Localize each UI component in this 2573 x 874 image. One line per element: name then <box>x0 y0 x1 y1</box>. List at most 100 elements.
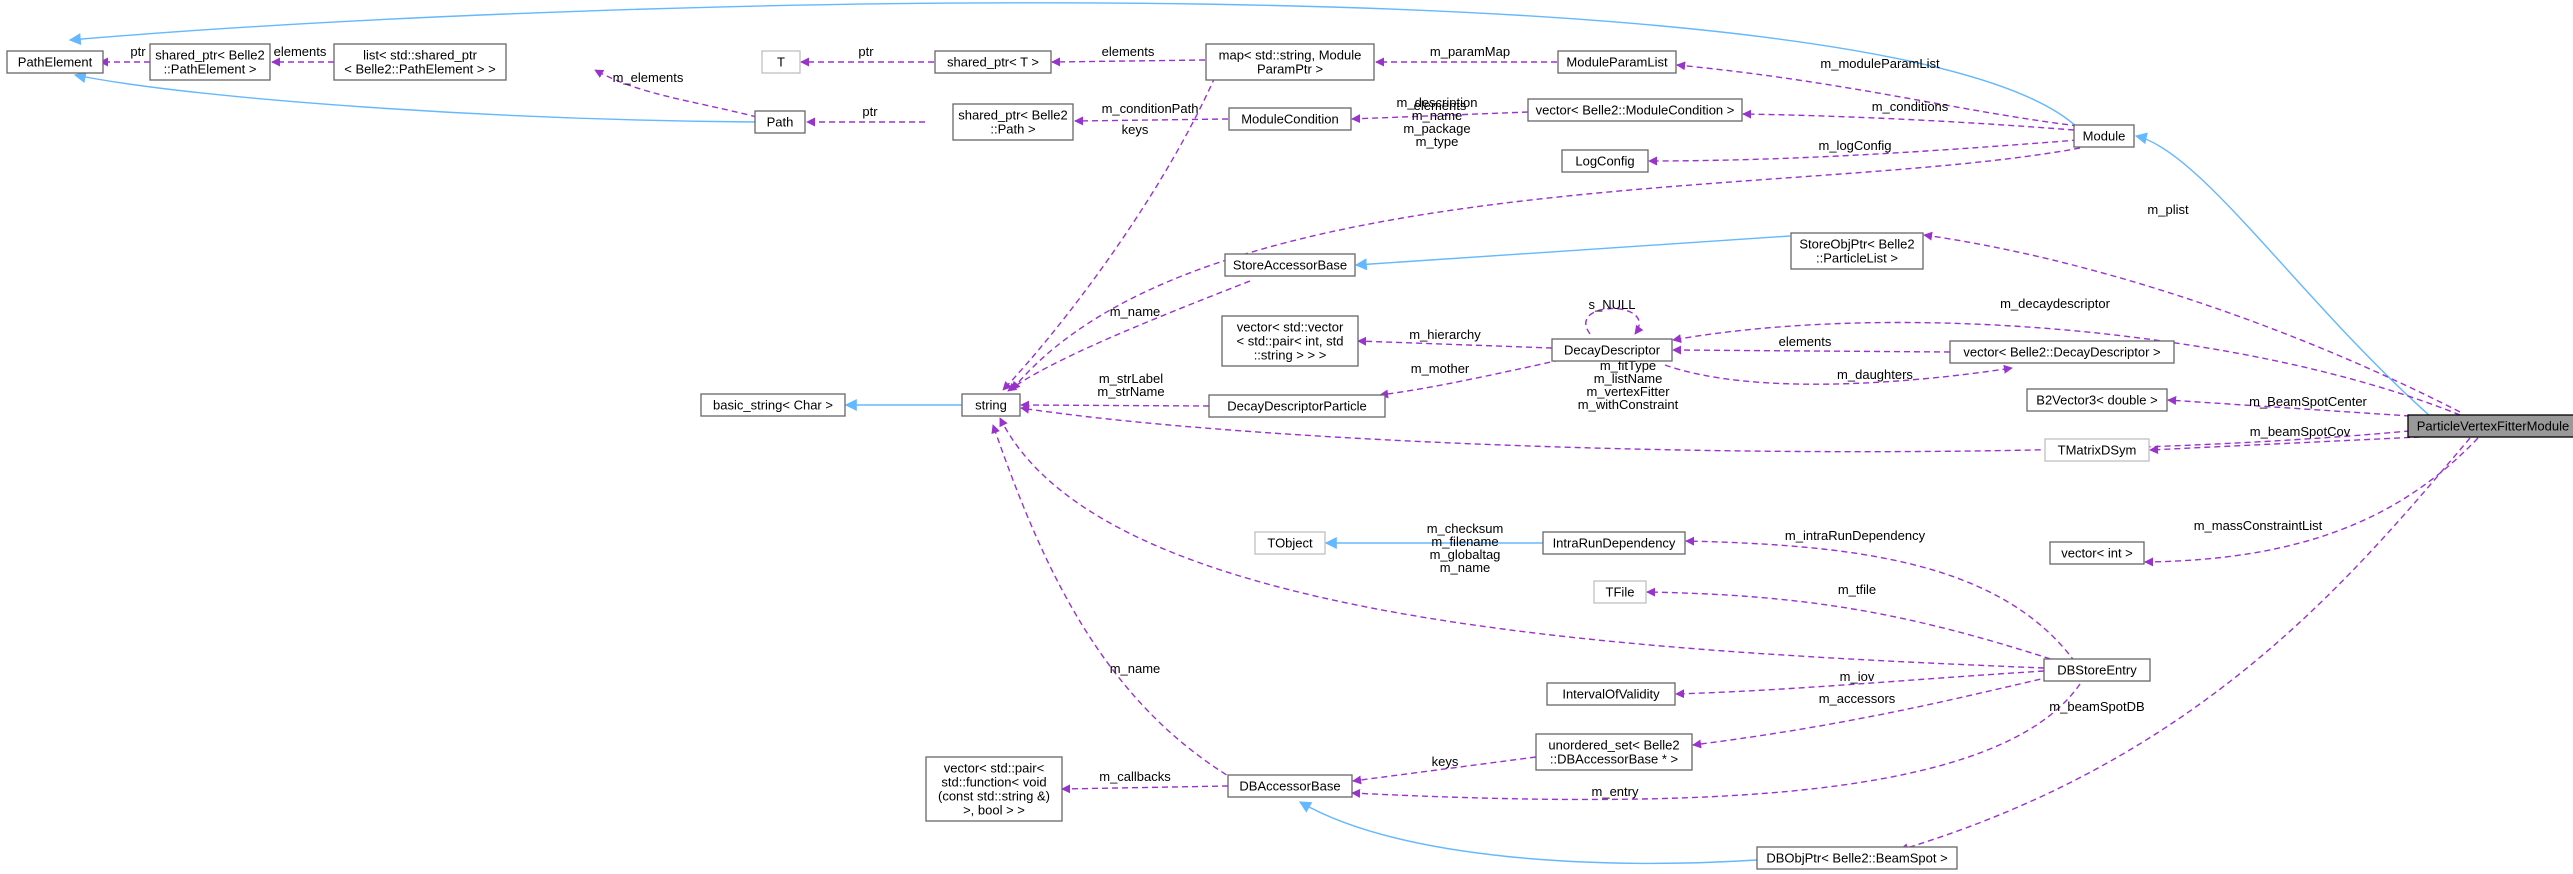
class-node-box <box>1949 340 2175 364</box>
usage-arrow <box>1020 400 1210 410</box>
class-node-label: list< std::shared_ptr <box>363 48 477 63</box>
edge-label-text: m_daughters <box>1837 367 1913 382</box>
edge-label-text: m_filename <box>1431 534 1498 549</box>
usage-edge-m-plist <box>1923 231 2461 413</box>
class-node-box <box>1254 531 1326 555</box>
usage-arrow <box>594 69 758 118</box>
class-node-vector-pair-int-string[interactable]: vector< std::vector< std::pair< int, std… <box>1221 315 1359 367</box>
class-node-t[interactable]: T <box>761 50 801 74</box>
edge-label-text: m_name <box>1412 108 1463 123</box>
inheritance-edge <box>1298 801 1758 865</box>
inheritance-edge <box>2134 132 2431 417</box>
class-node-dbstore-entry[interactable]: DBStoreEntry <box>2043 658 2151 682</box>
usage-edge-m-decaydescriptor <box>1672 321 2461 416</box>
class-node-shared-ptr-path-element[interactable]: shared_ptr< Belle2::PathElement > <box>149 43 271 81</box>
class-node-box <box>333 43 507 81</box>
class-node-decay-descriptor-particle[interactable]: DecayDescriptorParticle <box>1208 394 1386 418</box>
class-node-vector-pair-function[interactable]: vector< std::pair<std::function< void(co… <box>925 756 1063 822</box>
edge-label-m-daughters: m_daughters <box>1837 367 1913 382</box>
class-node-box <box>149 43 271 81</box>
class-node-log-config[interactable]: LogConfig <box>1561 149 1649 173</box>
class-node-box <box>700 393 846 417</box>
class-node-dbobj-ptr[interactable]: DBObjPtr< Belle2::BeamSpot > <box>1756 846 1958 870</box>
edge-label-text: elements <box>1102 44 1155 59</box>
edge-label-text: ptr <box>858 44 874 59</box>
usage-arrow <box>1675 670 2045 699</box>
usage-arrow <box>999 417 2045 669</box>
class-node-label: basic_string< Char > <box>713 398 833 413</box>
class-node-label: ::string > > > <box>1254 348 1327 363</box>
class-node-unordered-set[interactable]: unordered_set< Belle2::DBAccessorBase * … <box>1535 733 1693 771</box>
class-node-vector-module-condition[interactable]: vector< Belle2::ModuleCondition > <box>1527 98 1743 122</box>
edge-label-text: m_intraRunDependency <box>1785 528 1926 543</box>
edge-label-elements-cond: elements <box>1414 98 1467 113</box>
class-node-label: Module <box>2083 129 2126 144</box>
usage-edge-m-beamspotdb <box>1899 437 2471 852</box>
class-node-label: ::PathElement > <box>164 62 257 77</box>
class-node-store-accessor-base[interactable]: StoreAccessorBase <box>1224 253 1356 277</box>
class-node-tobject[interactable]: TObject <box>1254 531 1326 555</box>
edge-label-text: m_moduleParamList <box>1820 56 1940 71</box>
class-node-label: IntraRunDependency <box>1553 536 1676 551</box>
class-node-module-condition[interactable]: ModuleCondition <box>1228 107 1352 131</box>
usage-edge-m-iov <box>1675 670 2045 699</box>
usage-arrow <box>1923 231 2461 413</box>
class-node-label: std::function< void <box>941 775 1046 790</box>
edge-label-m-accessors: m_accessors <box>1819 691 1896 706</box>
usage-arrow <box>1742 109 2075 131</box>
class-node-tfile[interactable]: TFile <box>1593 580 1647 604</box>
class-node-label: unordered_set< Belle2 <box>1548 738 1679 753</box>
class-node-particle-vertex-fitter-module[interactable]: ParticleVertexFitterModule <box>2407 414 2573 438</box>
class-node-box <box>1551 338 1673 362</box>
class-node-store-obj-ptr[interactable]: StoreObjPtr< Belle2::ParticleList > <box>1790 232 1924 270</box>
class-node-dbaccessor-base[interactable]: DBAccessorBase <box>1227 774 1353 798</box>
class-node-intra-run-dependency[interactable]: IntraRunDependency <box>1542 531 1686 555</box>
edge-label-m-beamspotcenter: m_BeamSpotCenter <box>2249 394 2367 409</box>
edge-label-elements-list: elements <box>274 44 327 59</box>
class-node-vector-int[interactable]: vector< int > <box>2049 541 2145 565</box>
usage-arrow <box>1899 437 2471 852</box>
class-node-box <box>754 110 806 134</box>
class-node-shared-ptr-t[interactable]: shared_ptr< T > <box>934 50 1052 74</box>
class-node-box <box>961 393 1021 417</box>
class-node-label: ParamPtr > <box>1257 62 1323 77</box>
class-node-path[interactable]: Path <box>754 110 806 134</box>
usage-edge-keys-map <box>1002 76 1216 391</box>
class-node-shared-ptr-path[interactable]: shared_ptr< Belle2::Path > <box>952 103 1074 141</box>
class-node-module[interactable]: Module <box>2073 124 2135 148</box>
class-node-string[interactable]: string <box>961 393 1021 417</box>
class-node-b2-vector3[interactable]: B2Vector3< double > <box>2026 388 2168 412</box>
usage-edge-m-accessors <box>1692 676 2051 749</box>
usage-edge-m-name-store <box>1007 280 1251 392</box>
edge-label-text: elements <box>1414 98 1467 113</box>
usage-edge-m-daughters <box>1664 364 2013 385</box>
edge-label-m-massconstraintlist: m_massConstraintList <box>2194 518 2323 533</box>
edge-label-text: m_callbacks <box>1099 769 1171 784</box>
class-node-module-param-list[interactable]: ModuleParamList <box>1557 50 1677 74</box>
usage-arrow <box>1672 321 2461 416</box>
usage-edge-m-logconfig <box>1648 139 2079 166</box>
edge-label-text: m_name <box>1440 560 1491 575</box>
class-node-box <box>2043 658 2151 682</box>
class-node-label: string <box>975 398 1007 413</box>
class-node-label: B2Vector3< double > <box>2036 393 2157 408</box>
class-node-tmatrix-dsym[interactable]: TMatrixDSym <box>2044 438 2150 462</box>
usage-arrow <box>1051 57 1206 67</box>
class-node-box <box>1228 107 1352 131</box>
class-node-list-shared-ptr[interactable]: list< std::shared_ptr< Belle2::PathEleme… <box>333 43 507 81</box>
inheritance-edge <box>73 71 756 123</box>
class-node-basic-string[interactable]: basic_string< Char > <box>700 393 846 417</box>
edge-label-m-beamspotdb: m_beamSpotDB <box>2049 699 2144 714</box>
usage-arrow <box>2144 437 2479 567</box>
class-node-box <box>2026 388 2168 412</box>
usage-edge-ddp-strings <box>1020 400 1210 410</box>
class-node-decay-descriptor[interactable]: DecayDescriptor <box>1551 338 1673 362</box>
usage-edge-elements-map <box>1051 57 1206 67</box>
class-node-interval-of-validity[interactable]: IntervalOfValidity <box>1546 682 1676 706</box>
class-node-path-element[interactable]: PathElement <box>6 50 104 74</box>
usage-edge-m-mother <box>1379 359 1561 399</box>
class-node-vector-decay-descriptor[interactable]: vector< Belle2::DecayDescriptor > <box>1949 340 2175 364</box>
class-node-label: TFile <box>1606 585 1635 600</box>
